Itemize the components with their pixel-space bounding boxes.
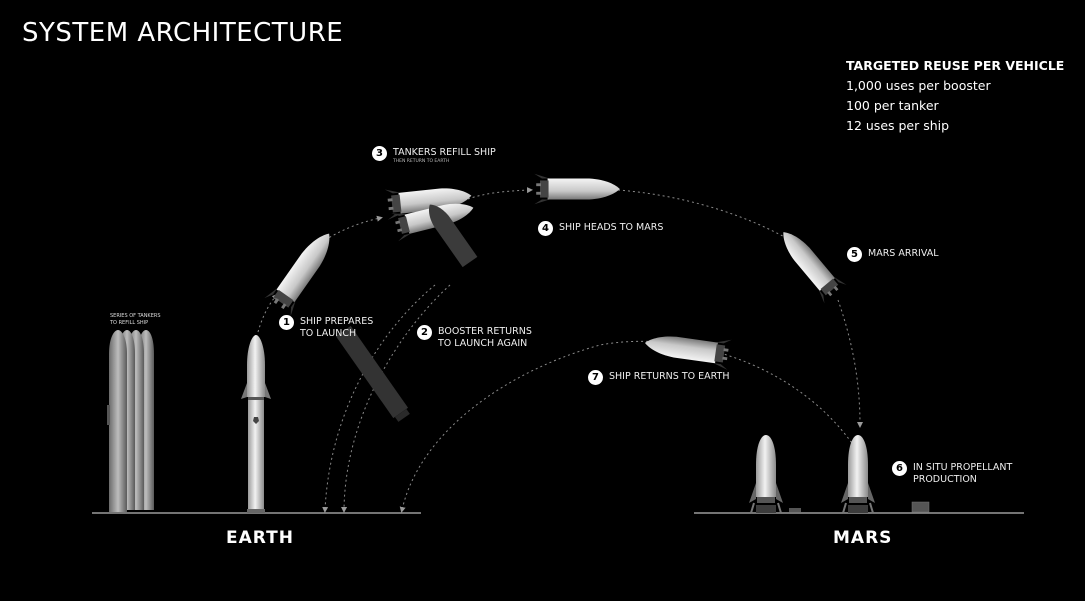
step-4-badge: 4 xyxy=(538,221,553,236)
path-mars-descent xyxy=(837,299,863,428)
step-7-badge: 7 xyxy=(588,370,603,385)
step-3-label: TANKERS REFILL SHIP xyxy=(393,147,496,158)
step-6-badge: 6 xyxy=(892,461,907,476)
reuse-heading: TARGETED REUSE PER VEHICLE xyxy=(846,58,1065,73)
step-3: 3 TANKERS REFILL SHIP THEN RETURN TO EAR… xyxy=(372,146,496,165)
step-5-badge: 5 xyxy=(847,247,862,262)
step-6: 6 IN SITU PROPELLANT PRODUCTION xyxy=(892,461,1013,486)
path-ship-return xyxy=(399,340,861,513)
step-1: 1 SHIP PREPARES TO LAUNCH xyxy=(279,315,374,340)
step-4-label: SHIP HEADS TO MARS xyxy=(559,222,664,233)
reuse-line-ship: 12 uses per ship xyxy=(846,118,950,133)
step-5-label: MARS ARRIVAL xyxy=(868,248,939,259)
step-3-badge: 3 xyxy=(372,146,387,161)
reuse-panel: TARGETED REUSE PER VEHICLE 1,000 uses pe… xyxy=(846,56,1064,136)
trajectory-paths xyxy=(257,187,863,513)
path-booster-return-2 xyxy=(341,284,451,513)
step-1-label: SHIP PREPARES TO LAUNCH xyxy=(300,316,374,339)
tanker-note: SERIES OF TANKERS TO REFILL SHIP xyxy=(110,313,161,326)
step-6-label: IN SITU PROPELLANT PRODUCTION xyxy=(913,462,1013,485)
ship-mars-arrival xyxy=(772,222,847,304)
path-refill-to-depart xyxy=(467,187,533,200)
booster-returning xyxy=(335,204,478,422)
mars-label: MARS xyxy=(833,528,893,548)
ship-landed-mars-1 xyxy=(749,435,783,514)
step-7: 7 SHIP RETURNS TO EARTH xyxy=(588,370,730,385)
step-7-label: SHIP RETURNS TO EARTH xyxy=(609,371,730,382)
mars-ground-equipment xyxy=(789,508,801,512)
step-1-badge: 1 xyxy=(279,315,294,330)
reuse-line-tanker: 100 per tanker xyxy=(846,98,939,113)
tanker-stack xyxy=(107,330,154,512)
step-5: 5 MARS ARRIVAL xyxy=(847,247,939,262)
ship-returning xyxy=(642,327,732,370)
path-booster-return-1 xyxy=(322,284,436,513)
page-title: SYSTEM ARCHITECTURE xyxy=(22,18,344,48)
path-launch xyxy=(257,293,278,333)
propellant-plant xyxy=(911,501,930,513)
ship-ascending xyxy=(264,224,343,317)
launch-vehicle xyxy=(241,335,271,513)
step-3-sublabel: THEN RETURN TO EARTH xyxy=(393,159,450,164)
earth-label: EARTH xyxy=(226,528,294,548)
ship-heading-to-mars xyxy=(534,173,620,205)
path-orbit-to-refill xyxy=(324,215,383,241)
step-2-label: BOOSTER RETURNS TO LAUNCH AGAIN xyxy=(438,326,532,349)
reuse-line-booster: 1,000 uses per booster xyxy=(846,78,991,93)
step-4: 4 SHIP HEADS TO MARS xyxy=(538,221,664,236)
step-2: 2 BOOSTER RETURNS TO LAUNCH AGAIN xyxy=(417,325,532,350)
step-2-badge: 2 xyxy=(417,325,432,340)
ship-landed-mars-2 xyxy=(841,435,875,514)
